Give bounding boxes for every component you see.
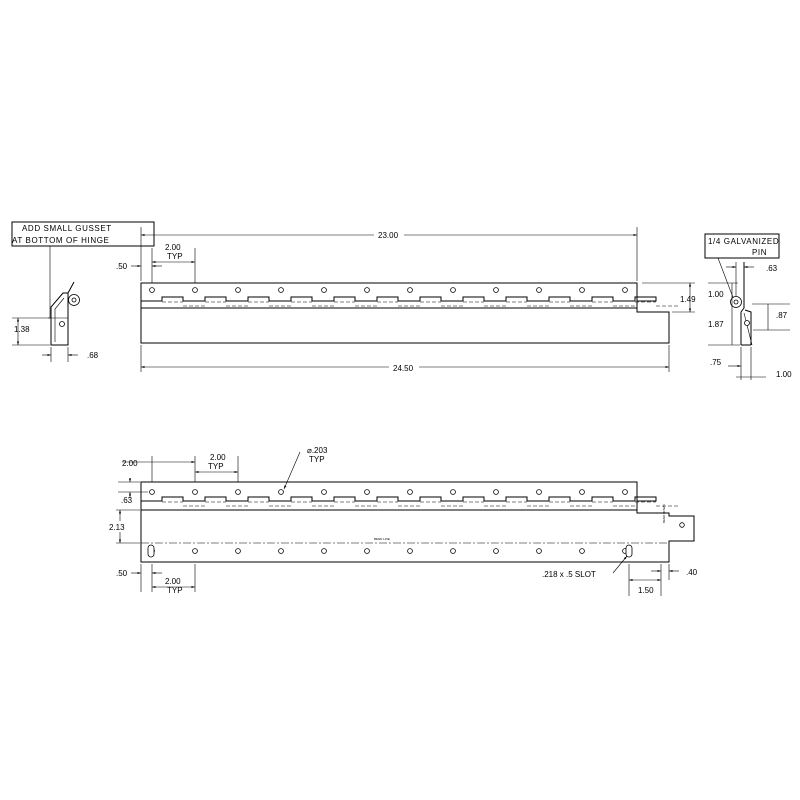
front-edge-dim: .50	[116, 262, 128, 271]
right-bottom-left-dim: .75	[710, 358, 722, 367]
bend-down-label: BEND DOWN	[662, 504, 666, 523]
hole-dia-typ: TYP	[309, 455, 325, 464]
front-view: 23.00 2.00 TYP .50 1.49 24.50	[116, 227, 696, 373]
mounting-hole	[364, 489, 370, 495]
mounting-hole	[536, 548, 542, 554]
flat-bottom-pitch-dim: 2.00	[165, 577, 181, 586]
front-height-dim: 1.49	[680, 295, 696, 304]
mounting-hole	[493, 548, 499, 554]
mounting-hole	[321, 489, 327, 495]
mounting-hole	[364, 548, 370, 554]
overall-bottom-dim: 24.50	[393, 364, 414, 373]
mounting-hole	[149, 287, 155, 293]
right-upper-dim: 1.00	[708, 290, 724, 299]
mounting-hole	[536, 489, 542, 495]
right-side-view: 1/4 GALVANIZED PIN .63 1.00 1.87 .87 .75…	[704, 233, 792, 380]
front-pitch-typ: TYP	[167, 252, 183, 261]
mounting-hole	[579, 287, 585, 293]
flat-bend-height-dim: 2.13	[109, 523, 125, 532]
right-right-dim: .87	[776, 311, 788, 320]
right-bottom-right-dim: 1.00	[776, 370, 792, 379]
mounting-hole	[536, 287, 542, 293]
gusset-note-line1: ADD SMALL GUSSET	[22, 224, 112, 233]
flat-pattern-view: BEND LINE BEND DOWN 2.00 2.00 TYP ⌀.203 …	[107, 446, 698, 596]
mounting-hole	[622, 287, 628, 293]
flat-edge-dim: .50	[116, 569, 128, 578]
mounting-hole	[192, 287, 198, 293]
flat-end-edge-dim: .40	[686, 568, 698, 577]
gusset-note-line2: AT BOTTOM OF HINGE	[12, 236, 109, 245]
right-top-offset-dim: .63	[766, 264, 778, 273]
mounting-hole	[493, 489, 499, 495]
mounting-hole	[235, 489, 241, 495]
pin-note-line2: PIN	[752, 248, 767, 257]
front-pitch-dim: 2.00	[165, 243, 181, 252]
mounting-hole	[364, 287, 370, 293]
mounting-hole	[235, 548, 241, 554]
mounting-hole	[192, 489, 198, 495]
mounting-hole	[192, 548, 198, 554]
flat-end-offset-dim: 1.50	[638, 586, 654, 595]
knuckle-profile	[141, 296, 657, 302]
hole-dia-callout: ⌀.203	[307, 446, 328, 455]
mounting-hole	[450, 287, 456, 293]
mounting-hole	[149, 489, 155, 495]
bend-line-label: BEND LINE	[374, 537, 390, 541]
mounting-hole	[235, 287, 241, 293]
flat-top-offset-dim: .63	[121, 496, 133, 505]
knuckle-profile	[141, 496, 657, 502]
flat-bottom-typ: TYP	[167, 586, 183, 595]
mounting-hole	[493, 287, 499, 293]
right-lower-dim: 1.87	[708, 320, 724, 329]
mounting-hole	[278, 548, 284, 554]
mounting-hole	[407, 287, 413, 293]
mounting-hole	[321, 548, 327, 554]
mounting-hole	[450, 548, 456, 554]
mounting-hole	[450, 489, 456, 495]
mounting-hole	[407, 548, 413, 554]
slot-callout: .218 x .5 SLOT	[542, 570, 596, 579]
mounting-hole	[622, 489, 628, 495]
mounting-hole	[579, 548, 585, 554]
pin-note-line1: 1/4 GALVANIZED	[708, 237, 779, 246]
left-width-dim: .68	[87, 351, 99, 360]
mounting-hole	[579, 489, 585, 495]
flat-pitch-dim: 2.00	[210, 453, 226, 462]
left-height-dim: 1.38	[14, 325, 30, 334]
left-side-view: ADD SMALL GUSSET AT BOTTOM OF HINGE 1.38…	[11, 221, 155, 362]
flat-pitch-typ: TYP	[208, 462, 224, 471]
mounting-hole	[278, 489, 284, 495]
mounting-hole	[321, 287, 327, 293]
mounting-hole	[278, 287, 284, 293]
mounting-hole	[407, 489, 413, 495]
flat-first-dim: 2.00	[122, 459, 138, 468]
overall-top-dim: 23.00	[378, 231, 399, 240]
